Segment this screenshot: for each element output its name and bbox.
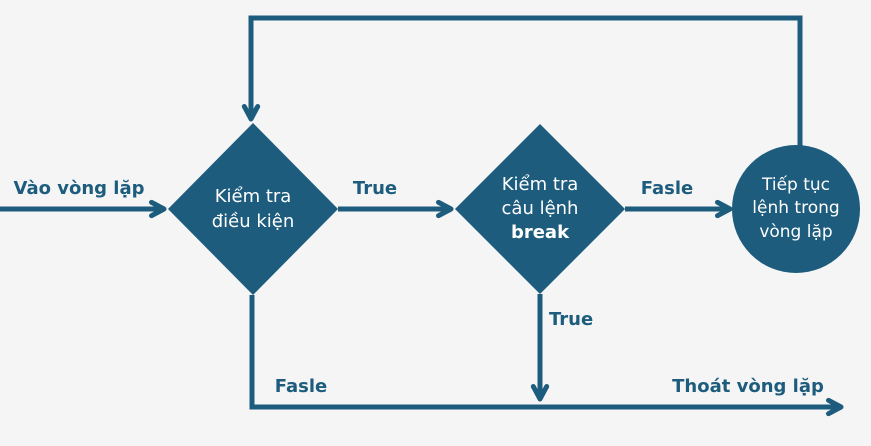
check-break-label: Kiểm tra câu lệnh break: [455, 124, 625, 294]
exit-loop-edge-label: Thoát vòng lặp: [672, 376, 824, 397]
break-false-edge-label: Fasle: [640, 178, 694, 199]
continue-loop-line3: vòng lặp: [759, 221, 833, 242]
loopback-connector: [241, 15, 803, 146]
continue-loop-line2: lệnh trong: [752, 198, 840, 219]
check-break-line1: Kiểm tra: [501, 173, 579, 195]
check-break-line2: câu lệnh: [501, 197, 579, 219]
check-condition-label: Kiểm tra điều kiện: [168, 123, 338, 295]
continue-loop-label: Tiếp tục lệnh trong vòng lặp: [732, 145, 860, 273]
check-condition-line1: Kiểm tra: [214, 185, 292, 207]
condition-false-edge-label: Fasle: [274, 376, 328, 397]
check-condition-diamond: [168, 123, 338, 295]
check-condition-line2: điều kiện: [211, 211, 295, 232]
continue-loop-circle: [732, 145, 860, 273]
enter-loop-edge-label: Vào vòng lặp: [13, 178, 145, 199]
condition-true-edge-label: True: [352, 178, 398, 199]
exit-connector: [249, 295, 844, 417]
break-true-edge-label: True: [549, 309, 594, 330]
continue-loop-line1: Tiếp tục: [761, 174, 831, 195]
check-break-diamond: [455, 124, 625, 294]
check-break-line3: break: [510, 222, 570, 244]
